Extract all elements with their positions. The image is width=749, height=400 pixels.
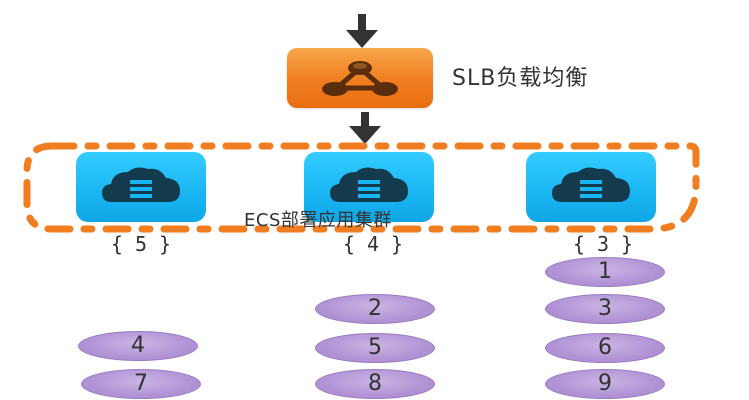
request-2: 2 xyxy=(315,294,435,324)
slb-label: SLB负载均衡 xyxy=(452,66,589,91)
server-2-count: { 4 } xyxy=(342,232,404,256)
ecs-server-3 xyxy=(526,152,656,222)
request-5: 5 xyxy=(315,333,435,363)
cloud-server-icon xyxy=(330,167,408,202)
ecs-server-1 xyxy=(76,152,206,222)
request-3: 3 xyxy=(545,294,665,324)
cluster-label: ECS部署应用集群 xyxy=(244,210,392,231)
load-balancer-icon xyxy=(322,61,398,96)
request-6: 6 xyxy=(545,333,665,363)
request-9: 9 xyxy=(545,369,665,399)
slb-to-cluster-arrow xyxy=(349,112,381,144)
request-1: 1 xyxy=(545,257,665,287)
server-1-count: { 5 } xyxy=(110,232,172,256)
ecs-server-2 xyxy=(304,152,434,222)
ecs-cluster-frame xyxy=(23,142,700,233)
request-8: 8 xyxy=(315,369,435,399)
slb-load-balancer xyxy=(287,48,433,108)
request-4: 4 xyxy=(78,331,198,361)
incoming-arrow xyxy=(346,14,378,48)
cloud-server-icon xyxy=(102,167,180,202)
request-7: 7 xyxy=(81,369,201,399)
server-3-count: { 3 } xyxy=(572,232,634,256)
cloud-server-icon xyxy=(552,167,630,202)
